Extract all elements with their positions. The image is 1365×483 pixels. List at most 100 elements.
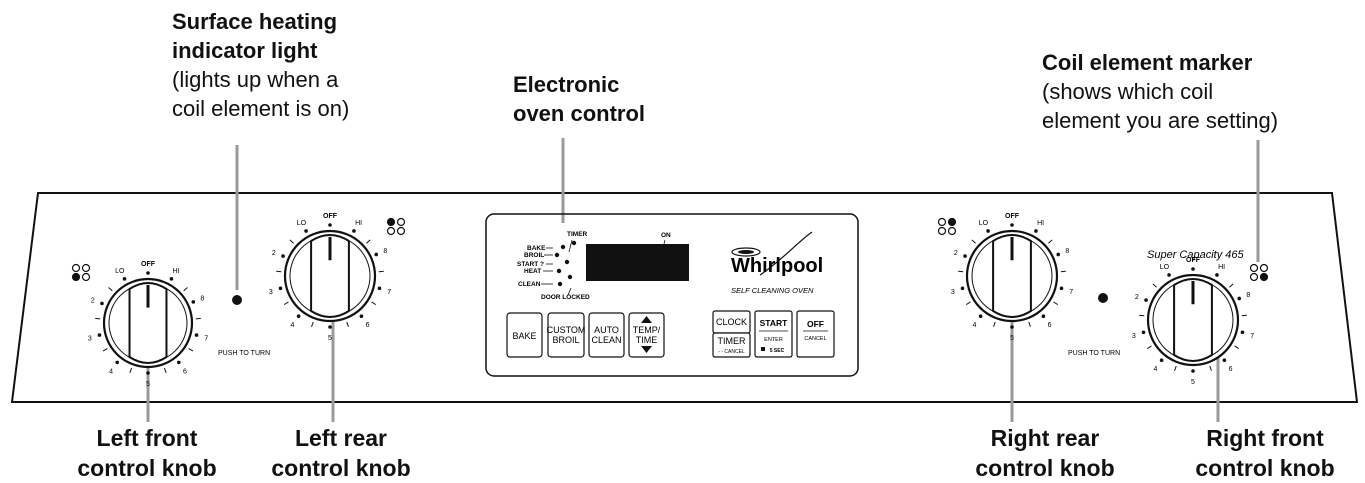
label-left-front-1: Left front [52,423,242,453]
knob-dot [1160,358,1164,362]
knob-tick [1229,284,1233,287]
knob-dot [328,223,332,227]
knob-dot [1191,267,1195,271]
knob-dot [1237,297,1241,301]
knob-label: 4 [972,322,976,329]
knob-label: 2 [1135,294,1139,301]
knob-tick [1175,366,1177,371]
knob-dot [192,300,196,304]
knob-tick [972,240,976,243]
knob-label: 4 [1153,366,1157,373]
knob-tick [284,302,288,305]
auto-clean-label-2: CLEAN [591,335,621,345]
lock-icon [761,347,765,351]
knob-dot [146,371,150,375]
label-left-rear-2: control knob [256,453,426,483]
knob-dot [1223,358,1227,362]
clock-button-label: CLOCK [716,317,747,327]
temp-time-button[interactable]: TEMP/ TIME [629,313,664,357]
knob-label: LO [979,220,989,227]
knob-tick [366,240,370,243]
label-right-front-1: Right front [1170,423,1360,453]
clock-button[interactable]: CLOCK [713,311,750,333]
knob-label: 3 [1132,333,1136,340]
knob-dot [279,287,283,291]
knob-dot [1060,287,1064,291]
custom-broil-label-2: BROIL [552,335,579,345]
knob-label: 5 [328,335,332,342]
custom-broil-button[interactable]: CUSTOM BROIL [547,313,586,357]
knob-label: 8 [200,296,204,303]
indicator-start: START ? [517,261,544,268]
knob-tick [1235,346,1239,349]
knob-label: 5 [1191,379,1195,386]
knob-dot [100,302,104,306]
knob-label: 4 [290,322,294,329]
oven-display [586,244,689,281]
knob-tick [1147,346,1151,349]
knob-tick [130,368,132,373]
knob-dot [1144,298,1148,302]
knob-dot [123,277,127,281]
knob-dot [1215,273,1219,277]
knob-label: HI [1218,264,1225,271]
knob-dot [1167,273,1171,277]
indicator-on: ON [661,232,671,239]
knob-label: 2 [91,298,95,305]
start-button[interactable]: START ENTER 5 SEC [755,311,792,357]
coil-marker-left-front [73,265,90,281]
indicator-timer: TIMER [567,231,588,238]
knob-tick [1153,284,1157,287]
knob-label: 3 [269,289,273,296]
knob-dot [963,254,967,258]
knob-label: 7 [1250,333,1254,340]
knob-tick [1054,302,1058,305]
bake-button-label: BAKE [512,331,536,341]
knob-dot [304,229,308,233]
self-cleaning-oven: SELF CLEANING OVEN [731,286,814,295]
knob-label: LO [1160,264,1170,271]
indicator-door-locked: DOOR LOCKED [541,294,590,301]
off-button[interactable]: OFF CANCEL [797,311,834,357]
knob-dot [1142,331,1146,335]
knob-tick [372,302,376,305]
knob-dot [1056,253,1060,257]
knob-label: 8 [383,248,387,255]
auto-clean-button[interactable]: AUTO CLEAN [589,313,624,357]
custom-broil-label-1: CUSTOM [547,325,586,335]
knob-dot [297,314,301,318]
bake-button[interactable]: BAKE [507,313,542,357]
knob-label: 8 [1246,292,1250,299]
knob-dot [146,271,150,275]
label-right-rear-1: Right rear [955,423,1135,453]
surface-light-right [1098,293,1108,303]
knob-label: 6 [366,322,370,329]
knob-dot [1241,331,1245,335]
push-to-turn-left: PUSH TO TURN [218,350,270,357]
knob-label: 4 [109,368,113,375]
timer-button[interactable]: TIMER - - CANCEL [713,333,750,357]
knob-tick [312,322,314,327]
knob-dot [1191,369,1195,373]
knob-label: 7 [1069,289,1073,296]
temp-time-label-1: TEMP/ [633,325,661,335]
knob-dot [360,314,364,318]
knob-tick [109,288,113,291]
knob-dot [1010,325,1014,329]
knob-dot [177,361,181,365]
knob-dot [986,229,990,233]
knob-label: OFF [1005,213,1020,220]
label-left-front-2: control knob [52,453,242,483]
knob-label: 7 [204,336,208,343]
indicator-bake: BAKE [527,245,546,252]
coil-marker-left-rear [388,219,405,235]
temp-time-label-2: TIME [636,335,658,345]
off-cancel-label: CANCEL [804,336,826,342]
knob-label: 6 [1229,366,1233,373]
indicator-heat: HEAT [524,268,541,275]
knob-label: 3 [88,336,92,343]
model-name: Super Capacity 465 [1147,249,1244,261]
knob-label: 2 [954,250,958,257]
